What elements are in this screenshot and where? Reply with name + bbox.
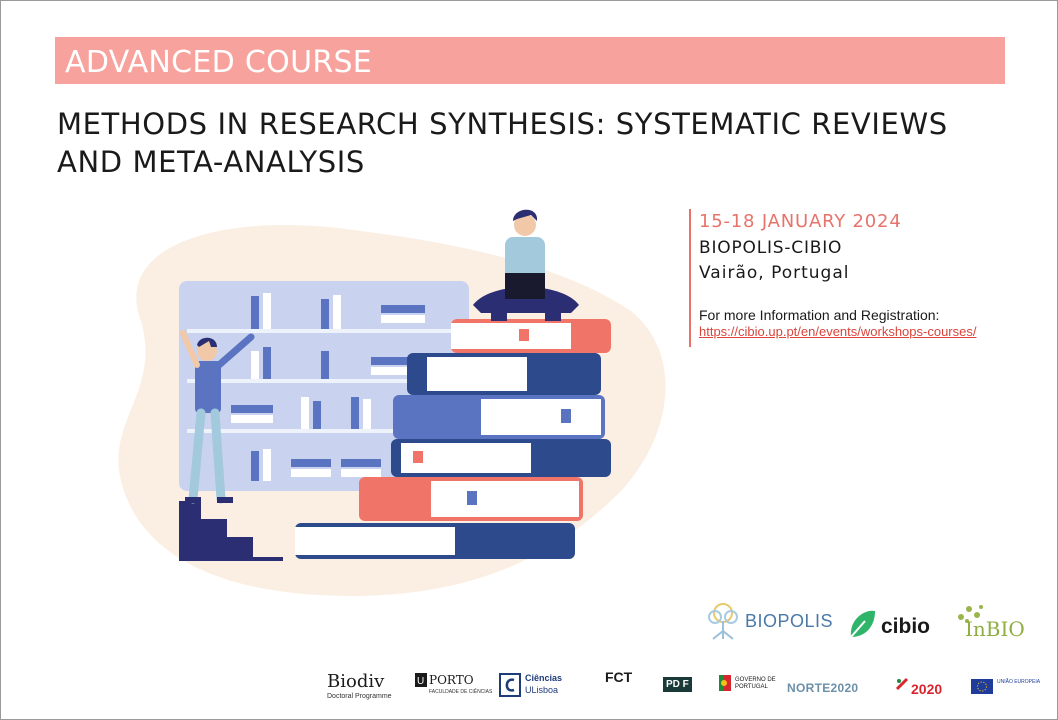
eu-flag-icon — [971, 679, 993, 694]
course-type-label: ADVANCED COURSE — [65, 45, 373, 80]
event-date: 15-18 JANUARY 2024 — [699, 211, 902, 232]
governo-portugal-logo: GOVERNO DE PORTUGAL — [735, 677, 776, 690]
ciencias-subtitle: ULisboa — [525, 685, 559, 695]
event-location: Vairão, Portugal — [699, 263, 850, 283]
pdf-logo: PD F — [663, 677, 692, 692]
biodiv-logo: Biodiv — [327, 671, 385, 692]
books-illustration — [118, 209, 666, 596]
cibio-logo: cibio — [881, 615, 931, 638]
partner-logos: BIOPOLIS cibio InBIO — [701, 599, 1041, 649]
registration-link[interactable]: https://cibio.up.pt/en/events/workshops-… — [699, 324, 977, 339]
event-venue: BIOPOLIS-CIBIO — [699, 238, 843, 258]
standing-person — [180, 330, 255, 504]
inbio-dots-icon — [958, 605, 983, 623]
eu-logo: UNIÃO EUROPEIA — [997, 679, 1041, 685]
svg-text:U: U — [417, 676, 424, 687]
inbio-logo: InBIO — [965, 617, 1025, 641]
cibio-leaf-icon — [850, 610, 875, 638]
biopolis-tree-icon — [708, 603, 738, 640]
ciencias-c-icon — [499, 673, 521, 697]
book-stack — [295, 319, 611, 559]
course-title-line-2: AND META-ANALYSIS — [57, 145, 365, 179]
uporto-subtitle: FACULDADE DE CIÊNCIAS — [429, 689, 493, 695]
registration-heading: For more Information and Registration: — [699, 307, 940, 323]
ciencias-logo: Ciências — [525, 673, 563, 683]
shelf-books — [231, 293, 425, 481]
portugal-flag-icon — [719, 675, 731, 691]
biopolis-logo: BIOPOLIS — [745, 611, 834, 631]
bookshelf-frame — [179, 281, 469, 491]
course-type-banner: ADVANCED COURSE — [55, 37, 1005, 84]
fct-logo: FCT — [605, 669, 633, 685]
uporto-u-icon: U — [415, 673, 427, 687]
sitting-person — [473, 209, 579, 321]
norte2020-logo: NORTE2020 — [787, 681, 859, 695]
portugal2020-mark-icon — [895, 677, 909, 691]
stairs — [179, 501, 283, 561]
portugal2020-logo: 2020 — [911, 681, 943, 697]
event-info-panel: 15-18 JANUARY 2024 BIOPOLIS-CIBIO Vairão… — [689, 209, 1058, 347]
course-title: METHODS IN RESEARCH SYNTHESIS: SYSTEMATI… — [57, 105, 1017, 181]
course-title-line-1: METHODS IN RESEARCH SYNTHESIS: SYSTEMATI… — [57, 107, 948, 141]
funder-logos: Biodiv Doctoral Programme U PORTO FACULD… — [321, 667, 1041, 711]
biodiv-subtitle: Doctoral Programme — [327, 693, 392, 700]
uporto-logo: PORTO — [429, 673, 474, 687]
